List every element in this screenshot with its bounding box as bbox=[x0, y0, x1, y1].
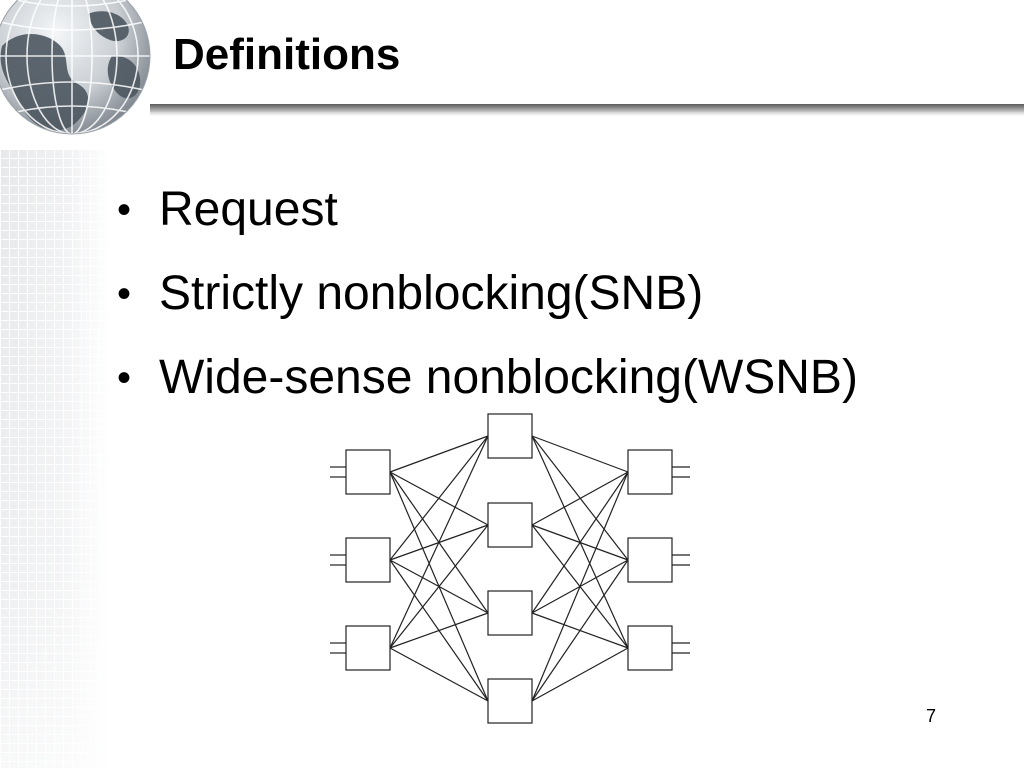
link-input-to-middle bbox=[389, 647, 489, 702]
bullet-item-snb: • Strictly nonblocking(SNB) bbox=[117, 252, 858, 336]
bullet-item-request: • Request bbox=[117, 168, 858, 252]
bullet-list: • Request • Strictly nonblocking(SNB) • Wid… bbox=[117, 168, 858, 420]
output-stage-switch bbox=[627, 625, 673, 671]
link-middle-to-output bbox=[531, 435, 629, 473]
input-stage-switch bbox=[345, 537, 391, 583]
middle-stage-switch bbox=[487, 678, 533, 724]
link-input-to-middle bbox=[389, 612, 489, 649]
link-input-to-middle bbox=[389, 435, 489, 473]
link-middle-to-output bbox=[531, 471, 629, 614]
output-stage-switch bbox=[627, 537, 673, 583]
input-stage-switch bbox=[345, 625, 391, 671]
bullet-text: Strictly nonblocking(SNB) bbox=[159, 267, 704, 320]
middle-stage-switch bbox=[487, 502, 533, 548]
link-input-to-middle bbox=[389, 435, 489, 561]
bullet-dot: • bbox=[117, 356, 132, 400]
bullet-text: Request bbox=[159, 183, 338, 236]
bullet-text: Wide-sense nonblocking(WSNB) bbox=[159, 351, 858, 404]
link-middle-to-output bbox=[531, 471, 629, 526]
globe-icon bbox=[0, 0, 151, 135]
input-stage-switch bbox=[345, 449, 391, 495]
title-divider-shadow bbox=[150, 112, 1024, 116]
bullet-dot: • bbox=[117, 188, 132, 232]
page-number: 7 bbox=[926, 706, 937, 726]
link-middle-to-output bbox=[531, 647, 629, 702]
title-divider bbox=[150, 104, 1024, 112]
link-middle-to-output bbox=[531, 559, 629, 702]
middle-stage-switch bbox=[487, 590, 533, 636]
link-middle-to-output bbox=[531, 471, 629, 702]
output-stage-switch bbox=[627, 449, 673, 495]
bullet-item-wsnb: • Wide-sense nonblocking(WSNB) bbox=[117, 336, 858, 420]
link-input-to-middle bbox=[389, 524, 489, 649]
link-input-to-middle bbox=[389, 435, 489, 649]
bullet-dot: • bbox=[117, 272, 132, 316]
middle-stage-switch bbox=[487, 413, 533, 459]
slide-title: Definitions bbox=[173, 30, 401, 79]
three-stage-network-diagram bbox=[330, 413, 690, 724]
background-tile-fade bbox=[0, 150, 110, 768]
